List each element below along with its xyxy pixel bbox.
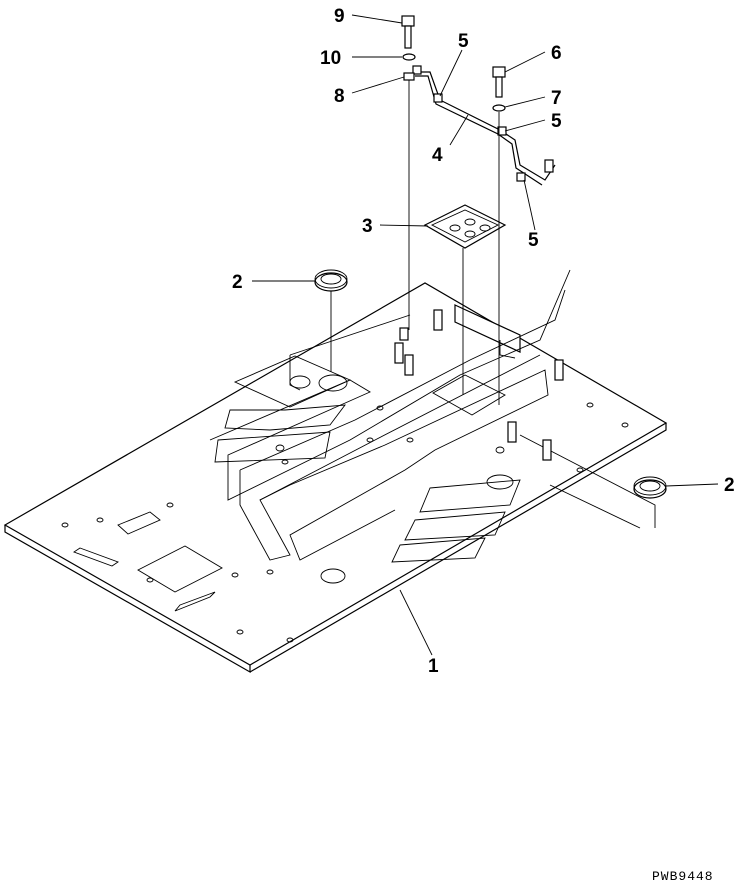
- callout-4: 4: [432, 145, 443, 166]
- callout-7: 7: [551, 88, 562, 109]
- drawing-code: PWB9448: [652, 869, 714, 884]
- callout-5-bottom: 5: [528, 230, 539, 251]
- grommet-left: [314, 269, 348, 372]
- callout-labels: 9 10 8 5 6 7 5 4 5 3 2 2 1: [232, 6, 735, 677]
- cover-plate: [423, 204, 507, 395]
- clips: [433, 93, 526, 182]
- washer-10: [402, 53, 416, 61]
- callout-6: 6: [551, 43, 562, 64]
- callout-5-top: 5: [458, 31, 469, 52]
- callout-3: 3: [362, 216, 373, 237]
- nut-8: [403, 72, 415, 330]
- callout-5-right: 5: [551, 111, 562, 132]
- callout-9: 9: [334, 6, 345, 27]
- callout-8: 8: [334, 86, 345, 107]
- wire-harness: [412, 65, 556, 186]
- bolt-6: [492, 66, 506, 98]
- callout-1: 1: [428, 656, 439, 677]
- floor-plate: [3, 269, 668, 674]
- grommet-right: [633, 476, 667, 499]
- leader-lines: [252, 14, 719, 656]
- callout-2-left: 2: [232, 272, 243, 293]
- studs: [394, 309, 564, 461]
- callout-10: 10: [320, 48, 341, 69]
- bolt-9: [401, 15, 415, 49]
- callout-2-right: 2: [724, 475, 735, 496]
- washer-7: [492, 104, 506, 405]
